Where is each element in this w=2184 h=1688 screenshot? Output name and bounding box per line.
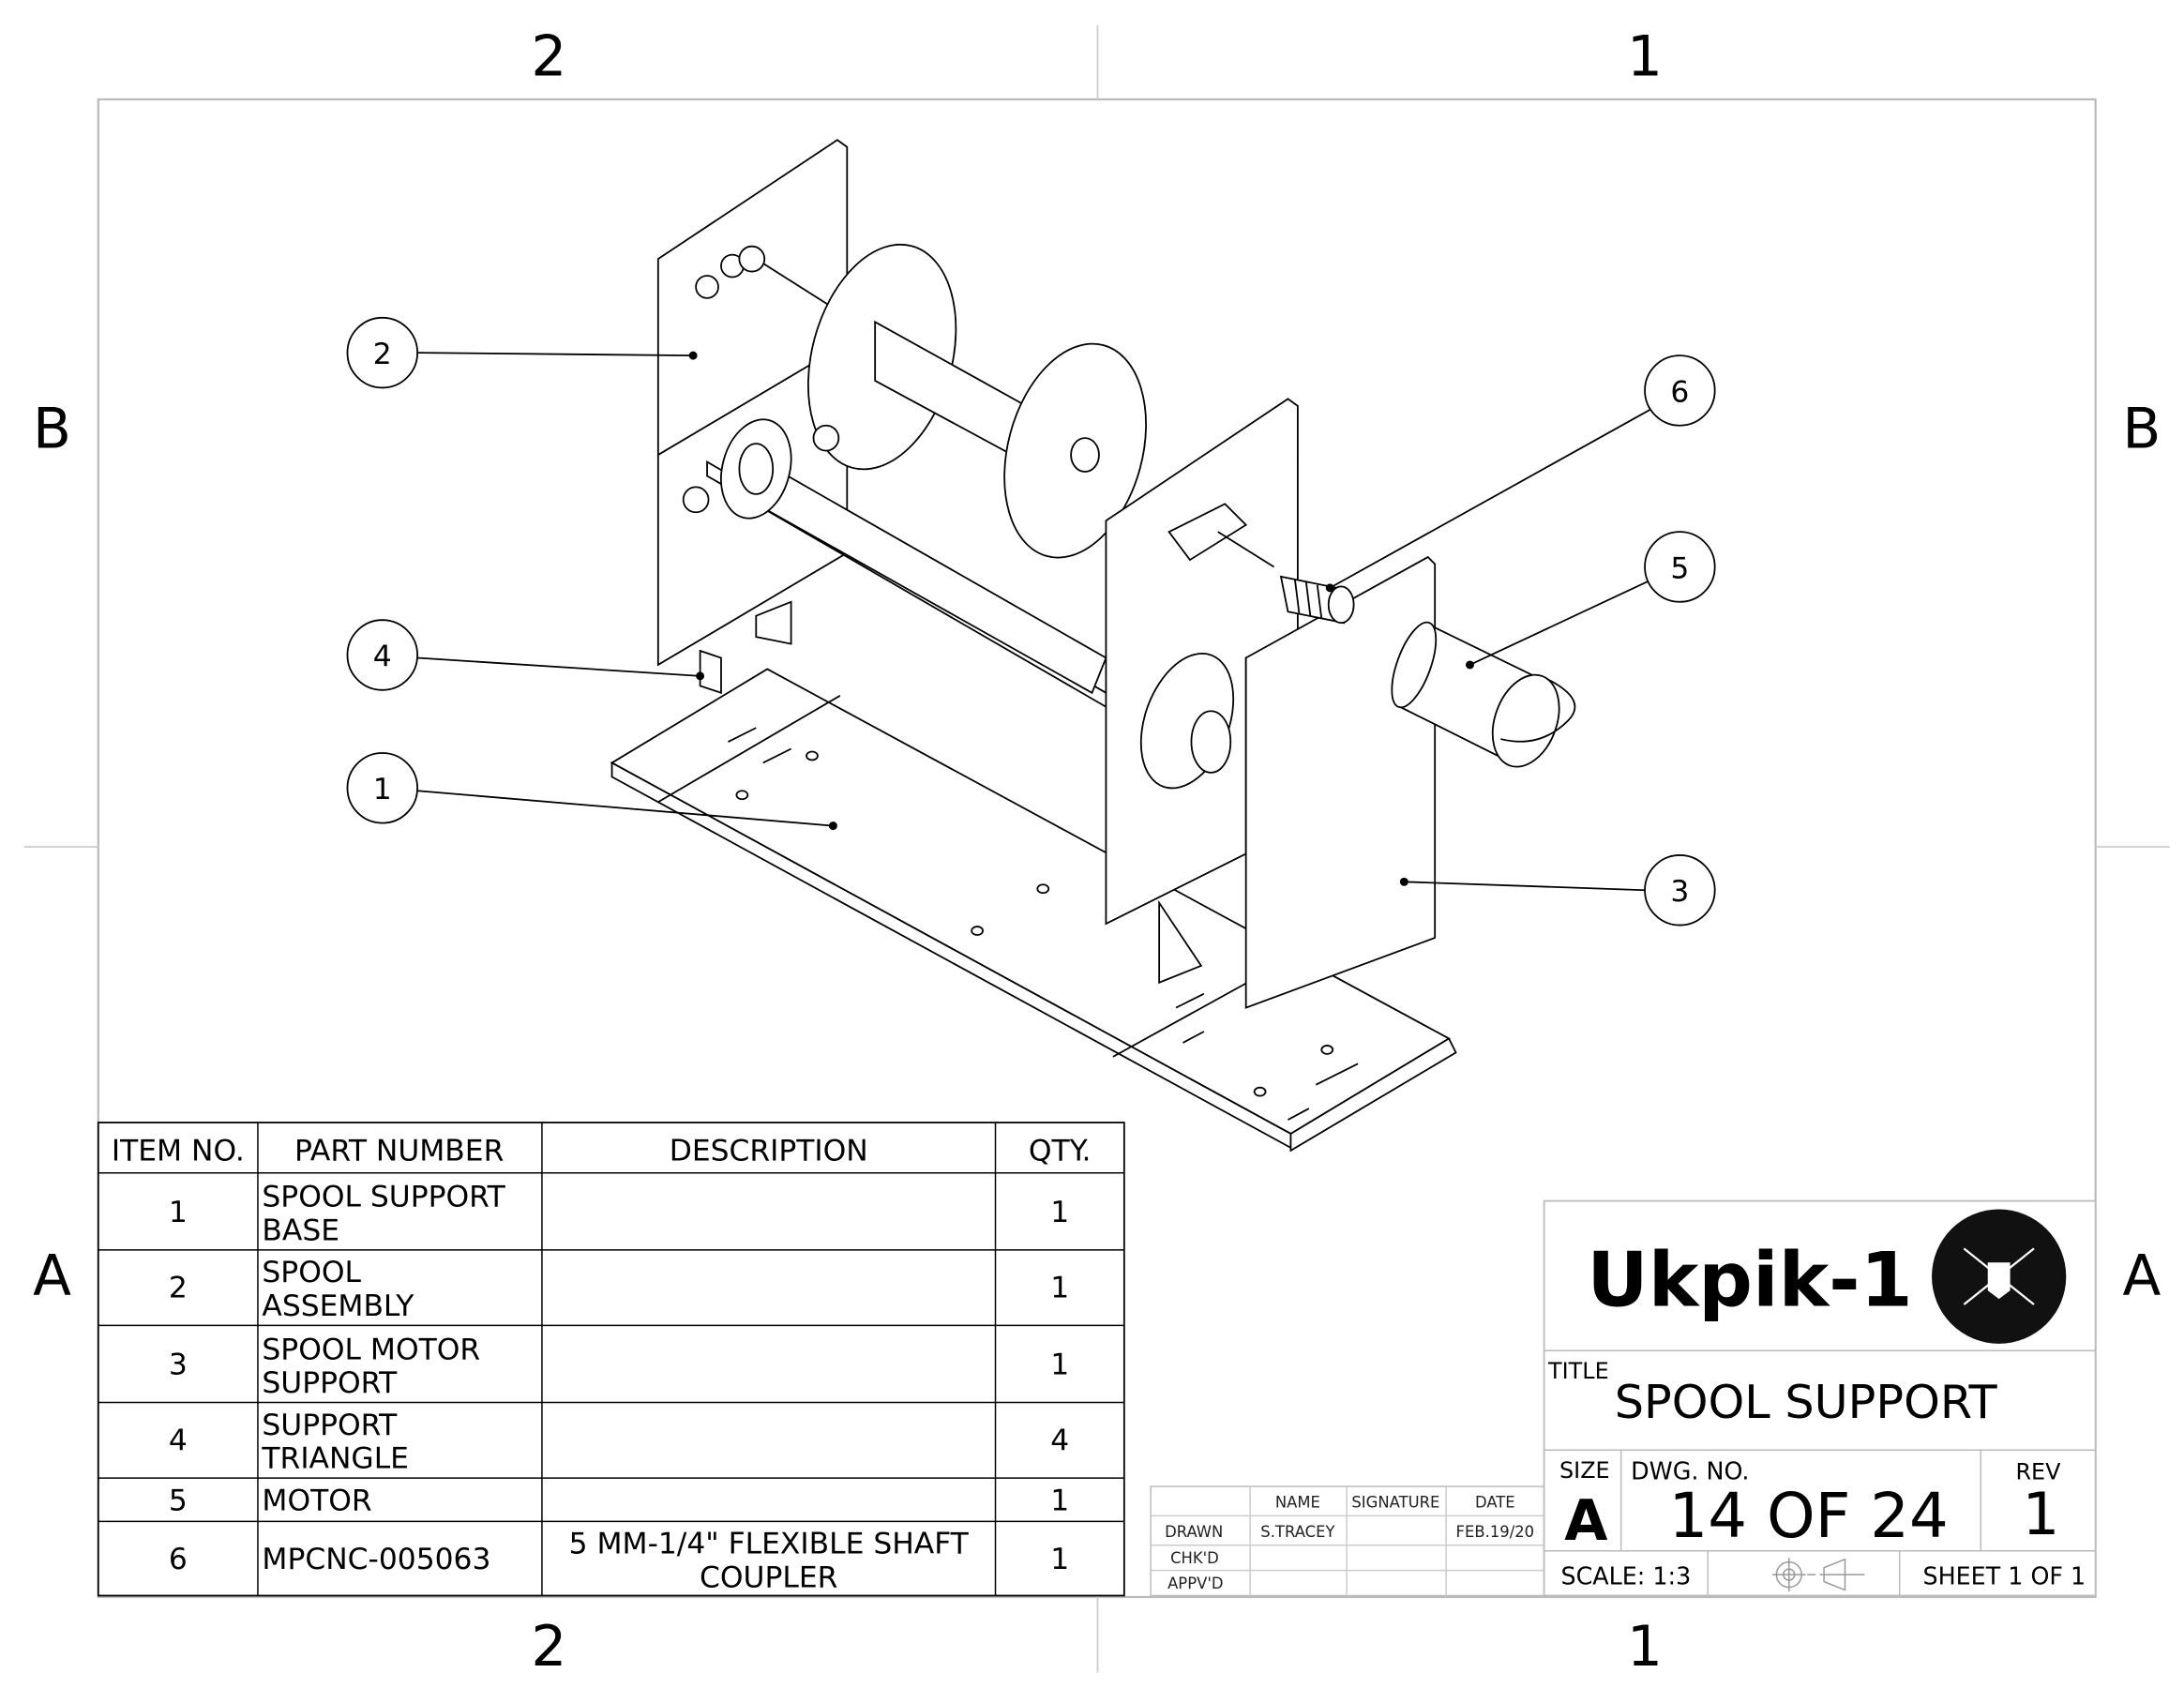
- bom-qty: 1: [1050, 1349, 1069, 1382]
- balloon-5: 5: [1466, 531, 1716, 670]
- bom-qty: 1: [1050, 1543, 1069, 1576]
- approval-header-signature: SIGNATURE: [1351, 1493, 1439, 1511]
- motor: [1391, 621, 1576, 768]
- bom-item-no: 6: [169, 1543, 188, 1576]
- zone-dividers: [23, 24, 2170, 1673]
- base-plate: [610, 668, 1457, 1153]
- svg-text:5: 5: [1670, 551, 1689, 585]
- bom-item-no: 3: [169, 1349, 188, 1382]
- zone-label-top-2: 2: [531, 25, 566, 90]
- sheet-number: SHEET 1 OF 1: [1922, 1562, 2086, 1590]
- bom-item-no: 5: [169, 1484, 188, 1517]
- bom-header-description: DESCRIPTION: [670, 1134, 868, 1168]
- bom-item-no: 2: [169, 1272, 188, 1305]
- bom-header-qty: QTY.: [1029, 1134, 1092, 1168]
- title-block: Ukpik-1 TITLE SPOOL SUPPORT SIZE A DWG. …: [1543, 1199, 2097, 1597]
- revision-number: 1: [2023, 1480, 2060, 1548]
- size-label: SIZE: [1559, 1457, 1610, 1484]
- bom-description: COUPLER: [700, 1561, 837, 1595]
- spool-support-assembly-view: [610, 139, 1576, 1153]
- spool-motor-support-panel: [699, 398, 1437, 1009]
- bom-part-number: TRIANGLE: [261, 1442, 409, 1476]
- zone-label-bottom-2: 2: [531, 1615, 566, 1680]
- approval-label-checked: CHK'D: [1170, 1549, 1219, 1567]
- title-label: TITLE: [1547, 1358, 1609, 1384]
- bom-header-part: PART NUMBER: [294, 1134, 504, 1168]
- approval-header-date: DATE: [1475, 1493, 1515, 1511]
- company-logo-text: Ukpik-1: [1587, 1237, 1912, 1325]
- zone-label-left-a: A: [33, 1244, 71, 1309]
- bom-part-number: SPOOL SUPPORT: [262, 1181, 505, 1214]
- svg-text:6: 6: [1670, 375, 1689, 409]
- rev-label: REV: [2015, 1459, 2061, 1485]
- svg-text:3: 3: [1670, 875, 1689, 909]
- approval-drawn-name: S.TRACEY: [1260, 1523, 1335, 1541]
- balloon-6: 6: [1325, 354, 1716, 593]
- drawing-title: SPOOL SUPPORT: [1615, 1375, 1998, 1429]
- bom-row: 5 MOTOR 1: [169, 1484, 1069, 1517]
- svg-text:2: 2: [373, 338, 392, 371]
- bom-qty: 1: [1050, 1196, 1069, 1229]
- balloon-4: 4: [346, 619, 705, 691]
- dwg-no-label: DWG. NO.: [1631, 1457, 1749, 1485]
- bom-row: 4 SUPPORT TRIANGLE 4: [169, 1409, 1069, 1476]
- bom-part-number: SPOOL MOTOR: [262, 1333, 480, 1366]
- company-logo-icon: [1932, 1209, 2067, 1344]
- balloon-3: 3: [1399, 854, 1716, 927]
- balloon-callouts: 2 4 1 6 5 3: [346, 316, 1716, 927]
- bom-part-number: BASE: [262, 1213, 339, 1247]
- bom-row: 6 MPCNC-005063 5 MM-1/4" FLEXIBLE SHAFT …: [169, 1528, 1069, 1595]
- drawing-scale: SCALE: 1:3: [1561, 1562, 1692, 1590]
- bom-part-number: SPOOL: [262, 1256, 361, 1289]
- zone-label-right-a: A: [2122, 1244, 2161, 1309]
- svg-text:4: 4: [373, 640, 392, 673]
- bom-part-number: SUPPORT: [262, 1366, 398, 1400]
- bill-of-materials-table: ITEM NO. PART NUMBER DESCRIPTION QTY. 1 …: [97, 1122, 1125, 1597]
- bom-part-number: ASSEMBLY: [262, 1289, 414, 1323]
- third-angle-projection-icon: [1771, 1558, 1865, 1592]
- spool-assembly: [682, 243, 1147, 709]
- bom-row: 3 SPOOL MOTOR SUPPORT 1: [169, 1333, 1069, 1400]
- sheet-size: A: [1564, 1489, 1607, 1554]
- bom-row: 1 SPOOL SUPPORT BASE 1: [169, 1181, 1069, 1248]
- bom-row: 2 SPOOL ASSEMBLY 1: [169, 1256, 1069, 1323]
- bom-part-number: MOTOR: [262, 1484, 371, 1517]
- approval-label-approved: APPV'D: [1167, 1575, 1223, 1592]
- approval-block: NAME SIGNATURE DATE DRAWN S.TRACEY FEB.1…: [1150, 1485, 1545, 1597]
- bom-header-item: ITEM NO.: [112, 1134, 245, 1168]
- bom-item-no: 4: [169, 1424, 188, 1457]
- approval-drawn-date: FEB.19/20: [1456, 1523, 1535, 1541]
- zone-label-bottom-1: 1: [1627, 1615, 1663, 1680]
- bom-part-number: MPCNC-005063: [262, 1543, 490, 1576]
- balloon-1: 1: [346, 752, 837, 831]
- bom-header-row: ITEM NO. PART NUMBER DESCRIPTION QTY.: [112, 1134, 1092, 1168]
- approval-label-drawn: DRAWN: [1165, 1523, 1223, 1541]
- bom-qty: 1: [1050, 1484, 1069, 1517]
- bom-qty: 1: [1050, 1272, 1069, 1305]
- svg-text:1: 1: [373, 773, 392, 806]
- zone-label-right-b: B: [2122, 398, 2161, 462]
- bom-item-no: 1: [169, 1196, 188, 1229]
- zone-label-left-b: B: [33, 398, 71, 462]
- approval-header-name: NAME: [1275, 1493, 1320, 1511]
- balloon-2: 2: [346, 316, 698, 389]
- bom-qty: 4: [1050, 1424, 1069, 1457]
- bom-part-number: SUPPORT: [262, 1409, 398, 1442]
- drawing-number: 14 OF 24: [1669, 1481, 1949, 1552]
- bom-description: 5 MM-1/4" FLEXIBLE SHAFT: [569, 1528, 970, 1561]
- zone-label-top-1: 1: [1627, 25, 1663, 90]
